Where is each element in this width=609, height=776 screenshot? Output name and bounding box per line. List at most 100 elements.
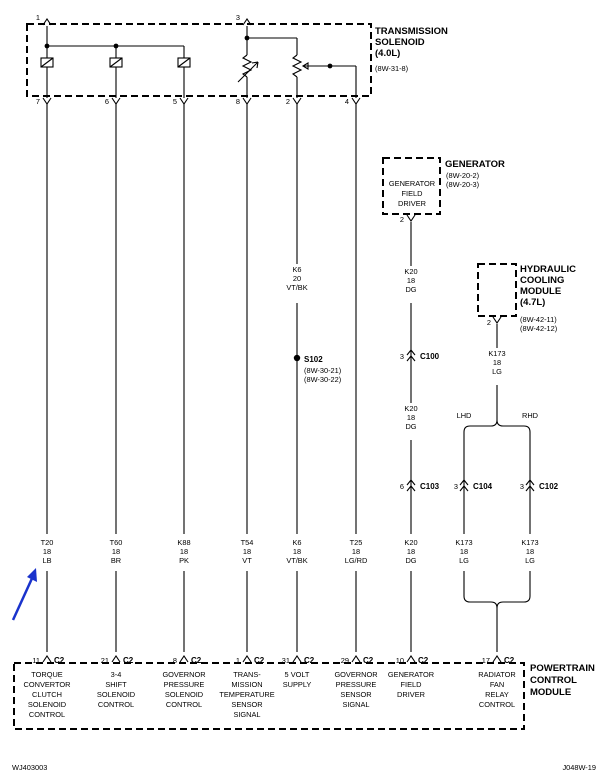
- pcm-pin-temp: 1: [236, 656, 240, 665]
- footer-left: WJ403003: [12, 763, 47, 772]
- connector-c103-mark-lower: [406, 485, 416, 492]
- pcm-pin-chevron-supply: [292, 655, 302, 663]
- connector-c102-label: C102: [539, 482, 559, 491]
- splice-s102-label: S102: [304, 355, 323, 364]
- pcm-pin-chevron-tcc: [42, 655, 52, 663]
- pcm-pin-chevron-govsig: [351, 655, 361, 663]
- sol-pin-temp: 8: [236, 97, 240, 106]
- connector-c103-mark-upper: [406, 479, 416, 486]
- connector-c100-label: C100: [420, 352, 440, 361]
- sol-pin-chevron-govsol: [179, 97, 189, 105]
- pcm-connector-temp: C2: [254, 656, 265, 665]
- pcm-pin-chevron-temp: [242, 655, 252, 663]
- pin-top-3: 3: [236, 13, 240, 22]
- pcm-pin-tcc: 11: [32, 656, 40, 665]
- pcm-pin-govsig: 29: [341, 656, 349, 665]
- pcm-connector-govsol: C2: [191, 656, 202, 665]
- footer-right: J048W-19: [562, 763, 596, 772]
- hydraulic-box: [477, 263, 517, 317]
- pointer-arrow-head: [27, 568, 37, 582]
- pcm-connector-field: C2: [418, 656, 429, 665]
- pcm-connector-govsig: C2: [363, 656, 374, 665]
- branch-lhd-label: LHD: [457, 411, 472, 420]
- pin-chevron-top-1: [42, 18, 52, 26]
- connector-c104-label: C104: [473, 482, 493, 491]
- pcm-connector-supply: C2: [304, 656, 315, 665]
- connector-c102-mark-upper: [525, 479, 535, 486]
- generator-pin: 2: [400, 215, 404, 224]
- coil-slash-govsol: [177, 57, 191, 68]
- pin-top-1: 1: [36, 13, 40, 22]
- pcm-pin-supply: 31: [282, 656, 290, 665]
- pcm-box: [13, 662, 525, 730]
- connector-c102-mark-lower: [525, 485, 535, 492]
- sol-pin-chevron-tcc: [42, 97, 52, 105]
- solenoid-ref: (8W-31-8): [375, 64, 408, 73]
- sol-pin-chevron-temp: [242, 97, 252, 105]
- pcm-connector-shift: C2: [123, 656, 134, 665]
- splice-s102-refs: (8W-30-21)(8W-30-22): [304, 366, 341, 384]
- sol-pin-govsol: 5: [173, 97, 177, 106]
- pcm-connector-tcc: C2: [54, 656, 65, 665]
- connector-c102-pin: 3: [520, 482, 524, 491]
- branch-split-brace: [463, 419, 531, 433]
- pot-wiper-node: [327, 63, 333, 69]
- generator-pin-chevron: [406, 214, 416, 222]
- connector-c100-mark-lower: [406, 355, 416, 362]
- coil-slash-tcc: [40, 57, 54, 68]
- hydraulic-refs: (8W-42-11)(8W-42-12): [520, 315, 557, 333]
- sol-pin-shift: 6: [105, 97, 109, 106]
- connector-c103-label: C103: [420, 482, 440, 491]
- connector-c100-mark-upper: [406, 349, 416, 356]
- coil-slash-shift: [109, 57, 123, 68]
- sol-pin-chevron-govsig: [351, 97, 361, 105]
- pcm-pin-chevron-govsol: [179, 655, 189, 663]
- hydraulic-pin-chevron: [492, 316, 502, 324]
- sol-pin-govsig: 4: [345, 97, 349, 106]
- pcm-connector-fan: C2: [504, 656, 515, 665]
- generator-refs: (8W-20-2)(8W-20-3): [446, 171, 479, 189]
- pcm-pin-fan: 17: [482, 656, 490, 665]
- generator-box: [382, 157, 441, 215]
- branch-join-brace: [463, 595, 531, 609]
- pcm-pin-chevron-field: [406, 655, 416, 663]
- connector-c100-pin: 3: [400, 352, 404, 361]
- branch-rhd-label: RHD: [522, 411, 538, 420]
- connector-c103-pin: 6: [400, 482, 404, 491]
- connector-c104-mark-upper: [459, 479, 469, 486]
- pot-zigzag: [291, 54, 303, 78]
- sol-pin-supply: 2: [286, 97, 290, 106]
- hydraulic-pin: 2: [487, 318, 491, 327]
- thermistor-zigzag: [241, 54, 253, 78]
- splice-s102-dot: [293, 354, 301, 362]
- connector-c104-pin: 3: [454, 482, 458, 491]
- pcm-pin-govsol: 8: [173, 656, 177, 665]
- thermistor-arrow-shaft: [237, 61, 259, 83]
- sol-pin-chevron-shift: [111, 97, 121, 105]
- pot-wiper-arrow: [301, 62, 309, 70]
- solenoid-box: [26, 23, 372, 97]
- pcm-pin-chevron-fan: [492, 655, 502, 663]
- thermistor-arrow-head: [251, 61, 259, 69]
